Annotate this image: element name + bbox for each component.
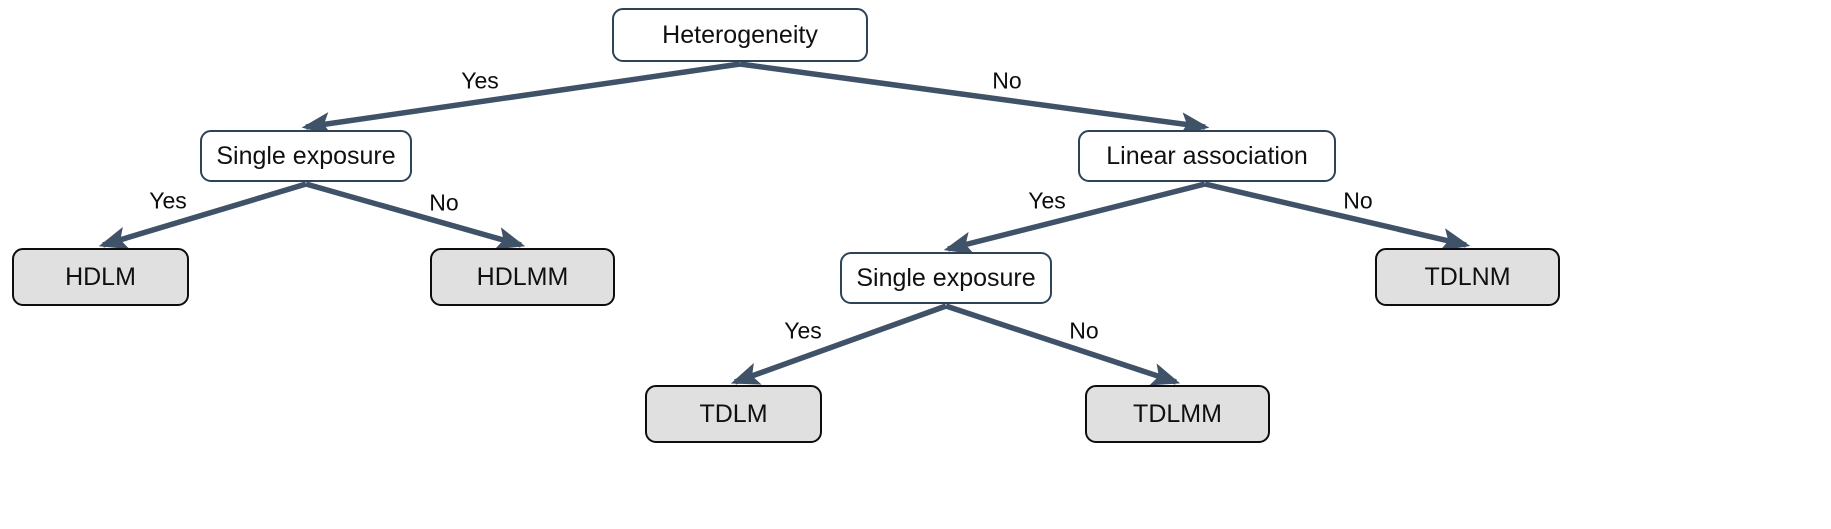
node-tdlm[interactable]: TDLM [645, 385, 822, 443]
node-hdlmm[interactable]: HDLMM [430, 248, 615, 306]
node-label-tdlm: TDLM [699, 399, 768, 428]
node-tdlmm[interactable]: TDLMM [1085, 385, 1270, 443]
node-single-exposure-right[interactable]: Single exposure [840, 252, 1052, 304]
edge-label-single-exposure-right-yes: Yes [784, 317, 822, 344]
edge-label-single-exposure-right-no: No [1069, 317, 1099, 344]
node-single-exposure-left[interactable]: Single exposure [200, 130, 412, 182]
node-tdlnm[interactable]: TDLNM [1375, 248, 1560, 306]
node-linear-association[interactable]: Linear association [1078, 130, 1336, 182]
edge-label-single-exposure-left-yes: Yes [149, 187, 187, 214]
node-label-single-exposure-right: Single exposure [856, 263, 1036, 292]
edge-linear-association-yes [943, 181, 1206, 255]
edge-single-exposure-right-no [945, 303, 1181, 386]
edge-single-exposure-right-yes [730, 303, 947, 385]
edge-heterogeneity-no [739, 61, 1210, 136]
node-label-tdlmm: TDLMM [1133, 399, 1222, 428]
node-heterogeneity[interactable]: Heterogeneity [612, 8, 868, 62]
node-label-hdlmm: HDLMM [476, 262, 569, 291]
node-label-single-exposure-left: Single exposure [216, 141, 396, 170]
edge-label-linear-association-yes: Yes [1028, 187, 1066, 214]
edge-heterogeneity-yes [301, 61, 741, 135]
edge-label-heterogeneity-no: No [992, 67, 1022, 94]
node-label-heterogeneity: Heterogeneity [662, 20, 818, 49]
edge-single-exposure-left-yes [98, 181, 307, 250]
node-label-linear-association: Linear association [1106, 141, 1308, 170]
edge-single-exposure-left-no [305, 181, 526, 250]
edge-label-single-exposure-left-no: No [429, 189, 459, 216]
node-hdlm[interactable]: HDLM [12, 248, 189, 306]
edge-linear-association-no [1204, 181, 1471, 251]
node-label-hdlm: HDLM [65, 262, 136, 291]
edge-label-linear-association-no: No [1343, 187, 1373, 214]
edge-label-heterogeneity-yes: Yes [461, 67, 499, 94]
node-label-tdlnm: TDLNM [1424, 262, 1511, 291]
